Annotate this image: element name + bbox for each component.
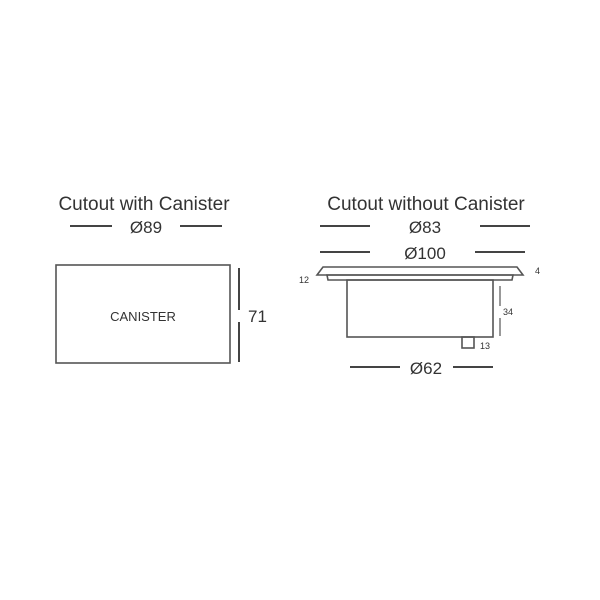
flange-lip: [326, 274, 514, 281]
flange-side-label: 12: [299, 275, 309, 285]
body-diameter: Ø62: [410, 359, 442, 378]
tab-height-label: 13: [480, 341, 490, 351]
canister-box: [55, 264, 231, 364]
flange: [315, 266, 525, 276]
canister-label: CANISTER: [110, 309, 176, 324]
cutout-diameter: Ø83: [409, 218, 441, 237]
flange-diameter: Ø100: [404, 244, 446, 263]
flange-thickness-label: 4: [535, 266, 540, 276]
right-title: Cutout without Canister: [327, 194, 525, 215]
body-height-label: 34: [503, 307, 513, 317]
left-title: Cutout with Canister: [58, 194, 230, 215]
fitting-tab: [461, 336, 475, 349]
fitting-body: [346, 279, 494, 338]
left-diameter: Ø89: [130, 218, 162, 237]
left-height: 71: [248, 307, 267, 326]
